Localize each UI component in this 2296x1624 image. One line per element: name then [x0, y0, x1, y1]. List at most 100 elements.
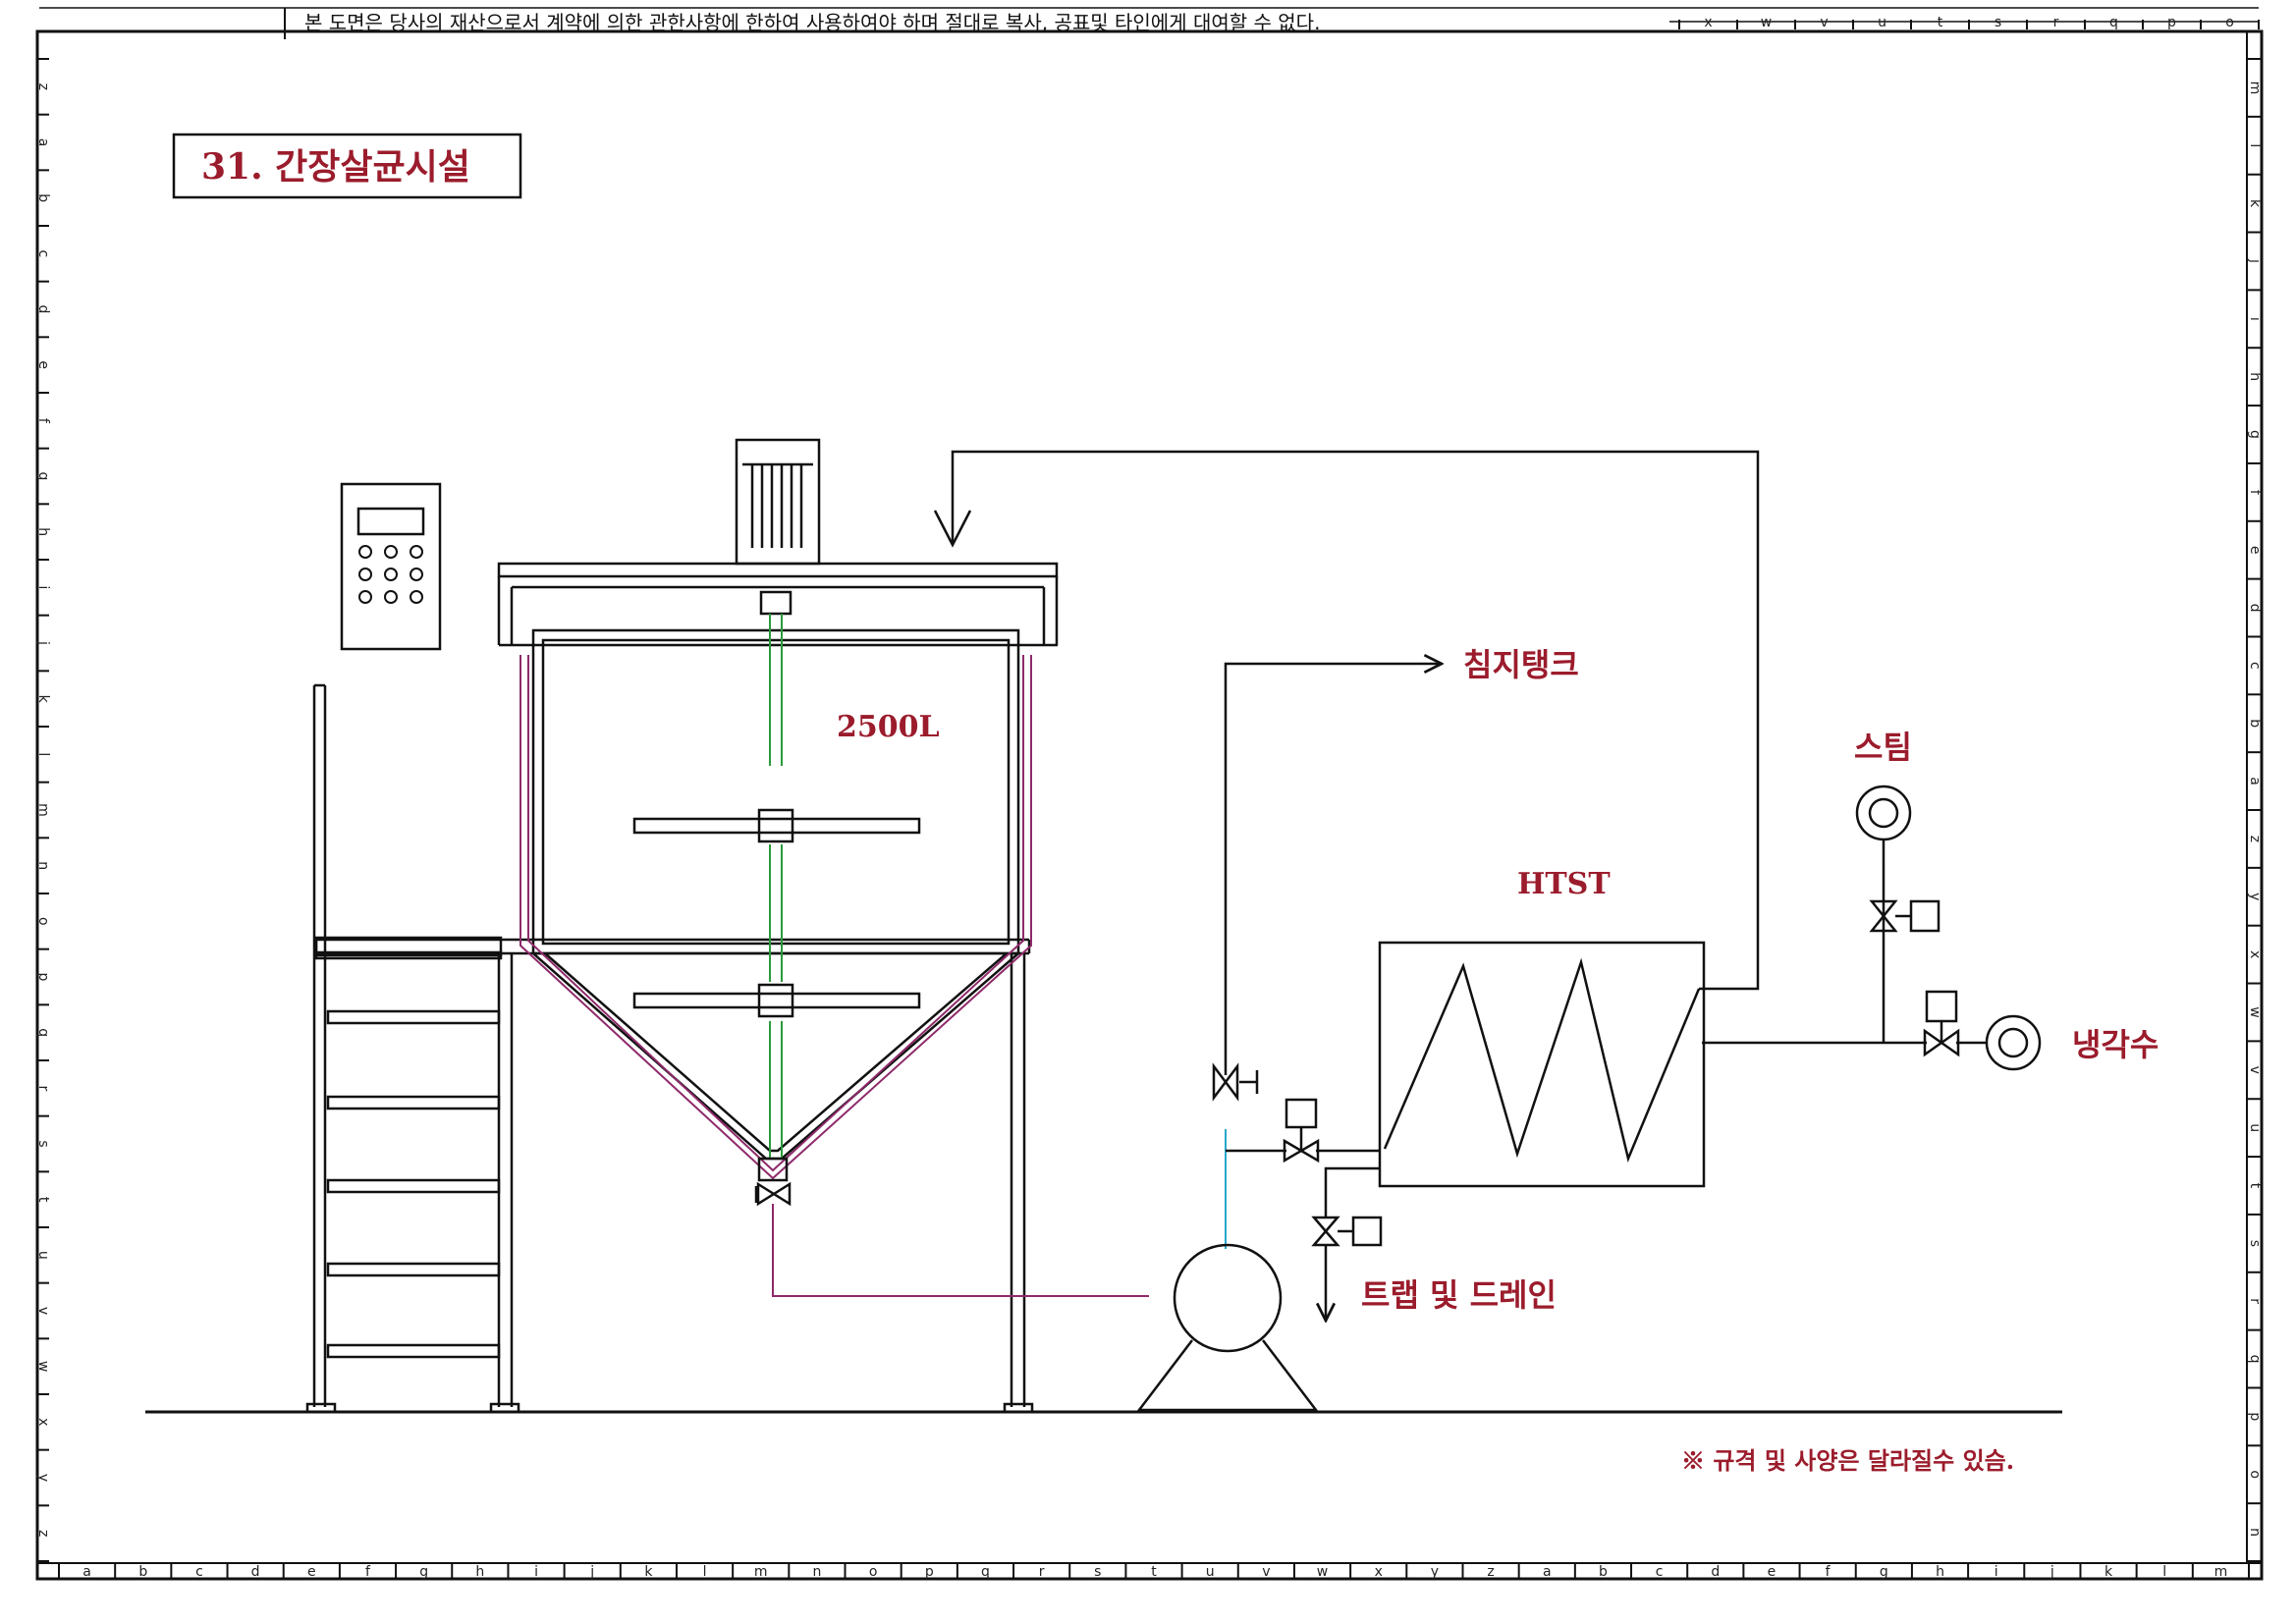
scale-letter-right: a [2247, 777, 2263, 785]
scale-letter-left: d [35, 305, 51, 314]
scale-letter-right: c [2247, 662, 2263, 670]
agitator-motor [735, 438, 821, 616]
tank-top-frame [497, 562, 1059, 645]
scale-letter-left: u [35, 1251, 51, 1260]
scale-letter-right: t [2247, 1183, 2263, 1189]
scale-letter-bottom: c [195, 1564, 203, 1580]
stair-steps [326, 1009, 501, 1359]
scale-letter-bottom: o [869, 1564, 878, 1580]
scale-letter-bottom: x [1375, 1564, 1383, 1580]
scale-letter-right: z [2247, 836, 2263, 842]
scale-letter-bottom: i [534, 1564, 538, 1580]
trap-drain-label: 트랩 및 드레인 [1361, 1276, 1557, 1314]
outlet-pipe [772, 1204, 1149, 1297]
scale-letter-bottom: g [1880, 1564, 1888, 1580]
control-panel-buttons [358, 545, 423, 604]
spec-note: ※ 규격 및 사양은 달라질수 있슴. [1681, 1446, 2014, 1475]
scale-letter-bottom: s [1094, 1564, 1101, 1580]
scale-letter-left: s [35, 1140, 51, 1147]
htst-coil [1383, 957, 1701, 1164]
valve-htst-inlet [1283, 1098, 1320, 1164]
scale-letter-bottom: d [1711, 1564, 1720, 1580]
scale-letter-bottom: v [1262, 1564, 1270, 1580]
scale-letter-bottom: a [1543, 1564, 1552, 1580]
scale-letter-top: q [2109, 15, 2118, 30]
scale-letter-right: g [2247, 430, 2263, 439]
scale-ticks-right [2247, 58, 2262, 1562]
scale-letter-bottom: k [644, 1564, 653, 1580]
cooling-water-label: 냉각수 [2072, 1026, 2159, 1063]
tank-volume-label: 2500L [837, 710, 940, 744]
scale-letter-bottom: d [251, 1564, 260, 1580]
scale-letter-right: s [2247, 1240, 2263, 1247]
scale-letter-left: c [35, 249, 51, 257]
scale-letter-right: f [2247, 490, 2263, 496]
scale-letter-left: w [35, 1361, 51, 1372]
scale-letter-left: a [35, 138, 51, 147]
scale-letter-left: o [35, 917, 51, 926]
scale-letter-left: z [35, 1530, 51, 1537]
scale-letter-top: o [2225, 15, 2234, 30]
scale-letter-right: q [2247, 1355, 2263, 1364]
scale-letter-right: n [2247, 1528, 2263, 1537]
scale-letter-bottom: f [1826, 1564, 1831, 1580]
scale-letter-bottom: u [1206, 1564, 1215, 1580]
cooling-water-gauge [1985, 1014, 2042, 1071]
scale-letter-left: r [35, 1085, 51, 1091]
scale-letter-bottom: i [1995, 1564, 1998, 1580]
dipping-tank-label: 침지탱크 [1463, 646, 1579, 683]
htst-label: HTST [1517, 867, 1611, 901]
scale-letter-bottom: b [138, 1564, 147, 1580]
scale-letter-left: y [35, 1474, 51, 1482]
scale-letter-bottom: p [925, 1564, 934, 1580]
scale-letter-bottom: h [475, 1564, 484, 1580]
steam-gauge [1855, 785, 1912, 864]
scale-letter-left: z [35, 83, 51, 90]
scale-letter-right: h [2247, 372, 2263, 381]
scale-letter-left: x [35, 1418, 51, 1426]
agitator-shaft [769, 614, 783, 1159]
scale-letter-top: p [2167, 15, 2176, 30]
scale-letter-top: v [1820, 15, 1828, 30]
scale-letter-right: u [2247, 1123, 2263, 1132]
scale-letter-bottom: y [1431, 1564, 1439, 1580]
scale-letter-right: i [2247, 317, 2263, 321]
platform-structure [305, 683, 1034, 1414]
scale-letter-right: p [2247, 1412, 2263, 1421]
border-frame [35, 7, 2264, 1581]
scale-ticks-bottom [58, 1563, 2250, 1579]
scale-letter-bottom: l [703, 1564, 707, 1580]
scale-letter-top: x [1704, 15, 1712, 30]
scale-letter-right: b [2247, 719, 2263, 728]
scale-letter-bottom: a [82, 1564, 91, 1580]
scale-letter-right: e [2247, 546, 2263, 555]
transfer-pump [1136, 1243, 1319, 1412]
valve-trap [1311, 1216, 1383, 1247]
return-arrowhead [933, 510, 972, 548]
scale-ticks-top [1678, 20, 2260, 29]
scale-letter-bottom: z [1487, 1564, 1494, 1580]
scale-letter-left: m [35, 803, 51, 817]
steam-label: 스팀 [1854, 729, 1912, 766]
scale-letter-left: q [35, 1028, 51, 1037]
scale-letter-top: t [1938, 15, 1943, 30]
scale-letter-top: u [1878, 15, 1886, 30]
copyright-notice: 본 도면은 당사의 재산으로서 계약에 의한 관한사항에 한하여 사용하여야 하… [304, 11, 1320, 34]
scale-letter-left: j [35, 640, 51, 645]
scale-letter-right: r [2247, 1298, 2263, 1304]
scale-letter-bottom: e [1768, 1564, 1777, 1580]
scale-letter-bottom: k [2105, 1564, 2113, 1580]
control-panel-display [356, 507, 425, 536]
tank-outlet-valve [754, 1157, 792, 1207]
scale-letter-left: n [35, 861, 51, 870]
scale-letter-right: v [2247, 1066, 2263, 1074]
scale-letter-right: l [2247, 143, 2263, 147]
scale-letter-right: y [2247, 893, 2263, 900]
drawing-title: 31. 간장살균시설 [201, 146, 470, 188]
agitator-blades [632, 808, 921, 1018]
title-box [172, 133, 522, 199]
valve-bypass [1212, 1062, 1259, 1102]
